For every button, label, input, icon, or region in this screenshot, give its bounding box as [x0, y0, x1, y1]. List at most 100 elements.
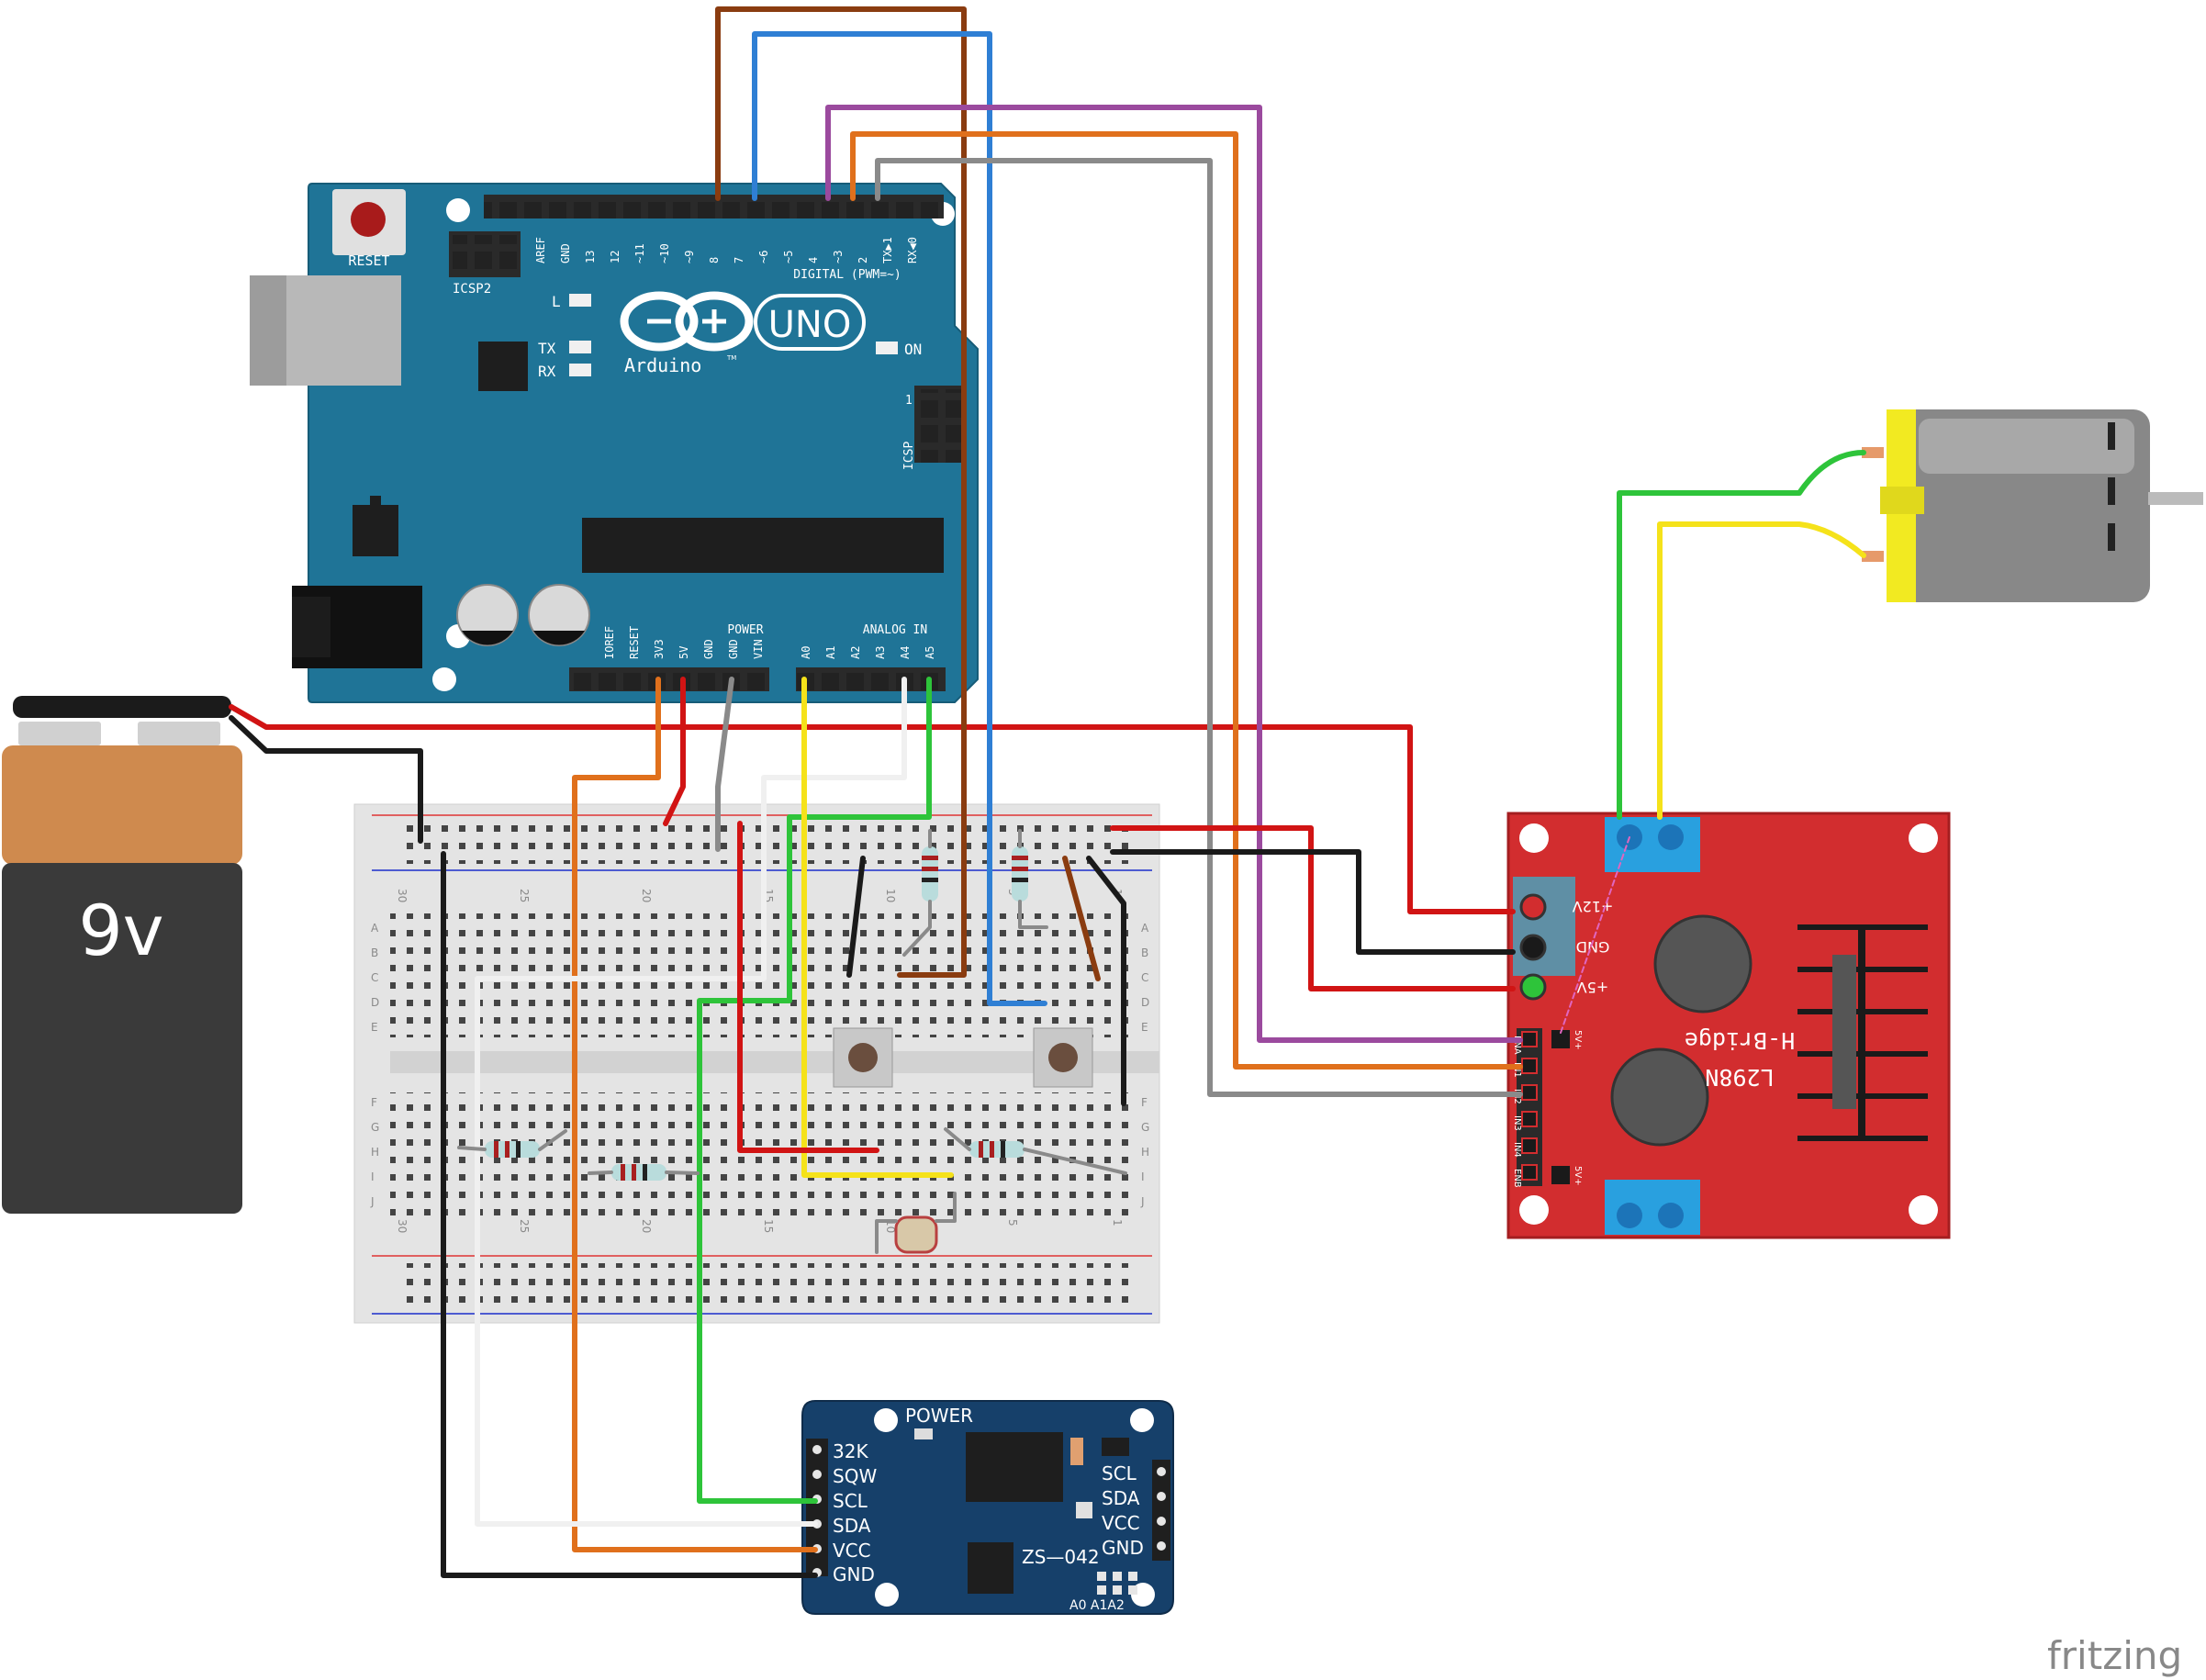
fritzing-watermark: fritzing [2047, 1633, 2182, 1678]
wire-black-battery-gnd [229, 715, 423, 844]
rtc-pin-label: SQW [833, 1465, 877, 1487]
rtc-pin-label: SDA [1102, 1487, 1140, 1509]
header-label: ENB [1512, 1169, 1522, 1188]
wire-red-rail [737, 821, 879, 1153]
rtc-pin-label: VCC [833, 1540, 871, 1562]
capacitor [456, 584, 519, 646]
wire-gray-gnd [715, 677, 734, 852]
wire-brown-jumper [1062, 856, 1101, 981]
header-label: IN1 [1512, 1062, 1522, 1078]
reset-button-cap[interactable] [351, 202, 386, 237]
arduino-logo: UNO Arduino TM [620, 291, 866, 376]
l298n-hbridge-module: +12V GND +5V ENA IN1 IN2 IN3 IN4 ENB 5V+… [1506, 812, 1951, 1239]
rtc-pin-label: 32K [833, 1440, 868, 1462]
power-label: POWER [727, 623, 763, 637]
col-number: 30 [396, 1219, 409, 1233]
jumper-label: 5V+ [1573, 1166, 1583, 1186]
col-number: 25 [518, 889, 531, 902]
row-letter: F [371, 1096, 377, 1109]
wire-green-scl [697, 677, 932, 1504]
pin-label: VIN [752, 639, 765, 659]
capacitor [528, 584, 590, 646]
row-letter: G [371, 1121, 379, 1134]
resistor [922, 846, 938, 902]
pin-label: 13 [584, 251, 597, 263]
row-letter: B [371, 946, 378, 959]
pin-label: 3V3 [653, 639, 666, 659]
row-letter: J [1140, 1195, 1145, 1208]
pin-label: A4 [899, 646, 912, 659]
pin-label: 12 [609, 251, 621, 263]
led-rx-label: RX [538, 363, 556, 380]
header-label: IN4 [1512, 1142, 1522, 1158]
row-letter: C [371, 971, 378, 984]
col-number: 20 [640, 1219, 653, 1233]
col-number: 15 [762, 1219, 775, 1233]
col-number: 20 [640, 889, 653, 902]
pin-label: IOREF [603, 626, 616, 659]
rtc-zs042-module: POWER 32K SQW SCL SDA VCC GND [801, 1400, 1174, 1615]
row-letter: A [371, 922, 379, 935]
wire-red-5v-hbridge [1110, 825, 1516, 991]
wire-red-5v [663, 677, 686, 826]
power-led-label: POWER [905, 1405, 973, 1427]
pin-label: ~10 [658, 243, 671, 263]
wire-orange-vcc [572, 677, 818, 1552]
push-button[interactable] [833, 1027, 893, 1088]
brand-name: Arduino [624, 354, 701, 376]
pin-label: GND [559, 243, 572, 263]
wire-gray-d2 [875, 158, 1523, 1097]
battery-label: 9v [78, 890, 163, 971]
row-letter: E [1141, 1021, 1148, 1034]
pin-label: TX▶1 [881, 237, 894, 263]
rtc-pin-label: SDA [833, 1515, 871, 1537]
led-tx-label: TX [538, 340, 556, 357]
capacitor [1610, 1047, 1709, 1147]
row-letter: I [371, 1170, 375, 1183]
row-letter: F [1141, 1096, 1148, 1109]
wire-blue-d7 [752, 31, 1047, 1006]
reset-label: RESET [348, 252, 389, 269]
terminal-label-5v: +5V [1577, 979, 1609, 996]
pin-label: RESET [628, 626, 641, 659]
pin-label: ~6 [757, 251, 770, 263]
microcontroller-chip [582, 518, 944, 573]
capacitor [1653, 914, 1752, 1014]
pin-label: 7 [733, 257, 745, 263]
row-letter: G [1141, 1121, 1149, 1134]
row-letter: C [1141, 971, 1148, 984]
resistor [485, 1141, 540, 1158]
wire-orange-d3 [850, 131, 1523, 1070]
pin-label: ~3 [832, 251, 845, 263]
push-button[interactable] [1033, 1027, 1093, 1088]
rtc-chip [966, 1432, 1063, 1502]
icsp-label: ICSP [902, 442, 916, 470]
icsp-pin1-label: 1 [905, 394, 913, 408]
rtc-pin-label: VCC [1102, 1512, 1140, 1534]
rtc-pin-label: SCL [833, 1490, 868, 1512]
arduino-uno-board: RESET ICSP2 ICSP 1 L TX RX ON [250, 183, 979, 703]
address-labels: A0 A1A2 [1069, 1598, 1125, 1613]
pin-label: A3 [874, 646, 887, 659]
pin-label: ~11 [633, 243, 646, 263]
jumper-dashed [1560, 836, 1630, 1034]
motor-terminal-bottom [1605, 1180, 1700, 1235]
row-letter: H [1141, 1146, 1149, 1159]
pin-label: GND [727, 639, 740, 659]
heatsink [1797, 924, 1928, 1141]
rtc-model-label: ZS—042 [1022, 1546, 1100, 1568]
wire-green-motor [1617, 450, 1866, 820]
wire-brown-d8 [715, 6, 967, 978]
analog-label: ANALOG IN [863, 623, 927, 637]
pin-label: 2 [857, 257, 869, 263]
rtc-pin-label: GND [833, 1563, 875, 1585]
col-number: 5 [1006, 1219, 1019, 1226]
terminal-label-gnd: GND [1576, 938, 1610, 956]
row-letter: J [370, 1195, 375, 1208]
col-number: 1 [1111, 1219, 1124, 1226]
pin-label: A1 [824, 646, 837, 659]
led-on-label: ON [904, 341, 922, 358]
pin-label: 4 [807, 257, 820, 263]
header-label: ENA [1512, 1036, 1522, 1055]
